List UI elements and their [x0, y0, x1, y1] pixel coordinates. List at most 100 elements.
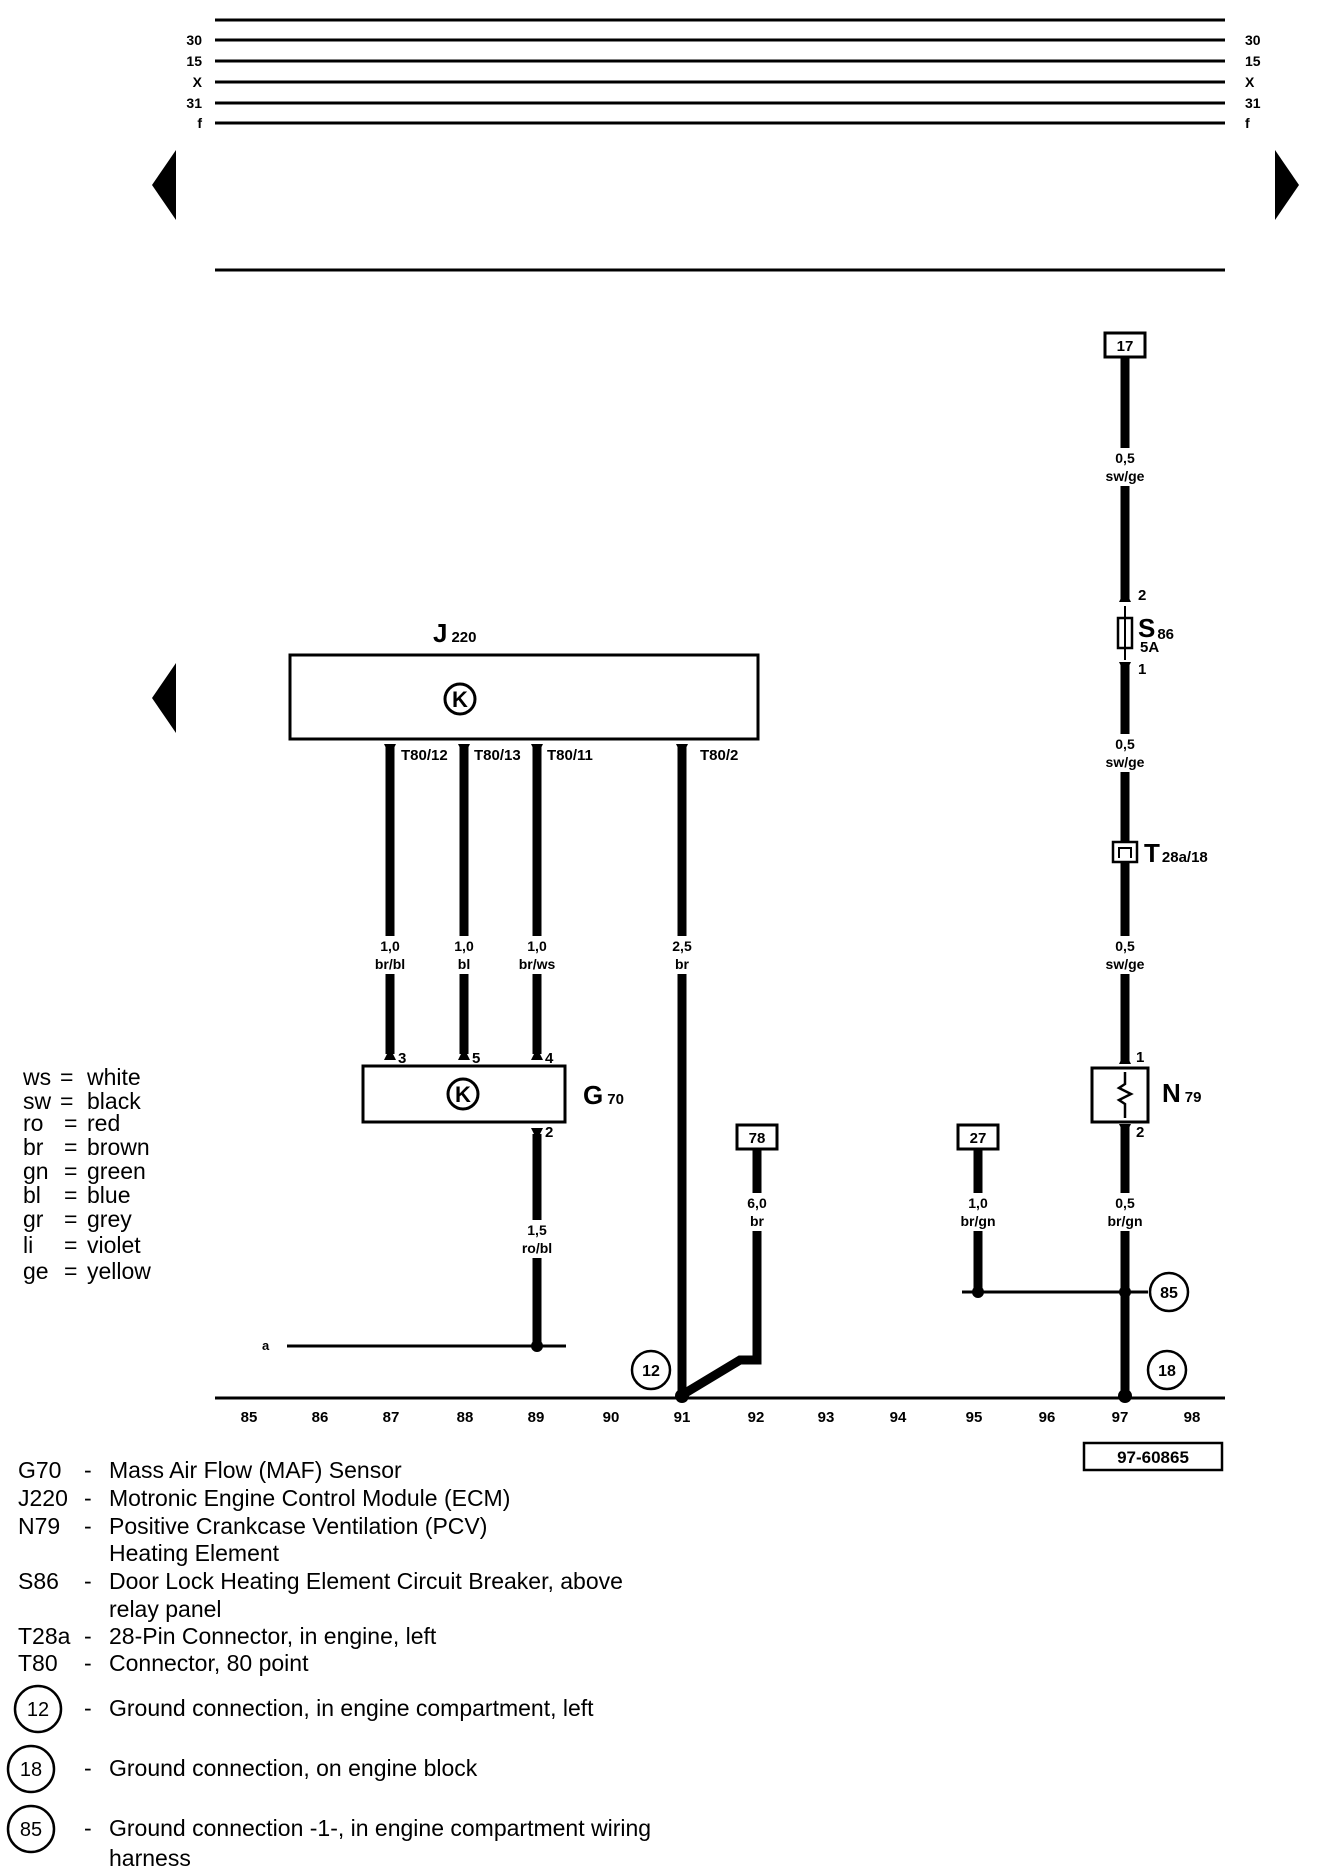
label-bg: [662, 936, 702, 974]
rail-label-31-right: 31: [1245, 95, 1261, 111]
track-numbers: 85 86 87 88 89 90 91 92 93 94 95 96 97 9…: [241, 1409, 1201, 1426]
track-number: 95: [966, 1409, 983, 1426]
label-bg: [509, 1220, 565, 1258]
ref-box-78: [735, 1123, 779, 1151]
key-description: 28-Pin Connector, in engine, left: [109, 1623, 437, 1649]
key-separator: -: [84, 1650, 92, 1676]
key-description: Motronic Engine Control Module (ECM): [109, 1485, 510, 1511]
legend-code: bl: [23, 1182, 41, 1208]
pin-arrow-icon: [531, 744, 543, 756]
ground-key-number: 85: [20, 1819, 42, 1841]
rail-labels-right: 30 15 X 31 f: [1245, 32, 1261, 131]
rail-label-15-left: 15: [186, 53, 202, 69]
rail-labels-left: 30 15 X 31 f: [186, 32, 202, 131]
junction-dot: [1118, 1389, 1132, 1403]
ref-box-27-number: 27: [970, 1130, 987, 1147]
label-bg: [737, 1193, 777, 1231]
component-key: G70 - Mass Air Flow (MAF) Sensor J220 - …: [18, 1457, 623, 1676]
legend-eq: =: [64, 1158, 77, 1184]
track-number: 93: [818, 1409, 835, 1426]
ground-12-number: 12: [642, 1363, 660, 1380]
g70-pin-5: 5: [472, 1050, 480, 1067]
ref-box-17-number: 17: [1117, 338, 1134, 355]
wire-color: br/gn: [1108, 1213, 1143, 1229]
rail-label-x-left: X: [193, 74, 203, 90]
connector-t80-13: T80/13: [474, 747, 521, 764]
g70-pin-labels: 3 5 4 2: [398, 1050, 554, 1141]
ground-18-circle: [1146, 1349, 1188, 1391]
pin-arrow-icon: [1119, 1124, 1131, 1136]
wire-78: 78 6,0 br: [679, 1123, 779, 1399]
ground-key-circle: [13, 1684, 63, 1734]
wire-size: 1,0: [380, 938, 400, 954]
wire-color: br/bl: [375, 956, 405, 972]
ground-key-circle: [6, 1744, 56, 1794]
g70-pin-arrows: [384, 1048, 543, 1140]
legend-eq: =: [64, 1110, 77, 1136]
wire-color: sw/ge: [1106, 956, 1145, 972]
track-number: 91: [674, 1409, 691, 1426]
pin-arrow-icon: [1119, 662, 1131, 674]
wire-size: 0,5: [1115, 736, 1135, 752]
connector-t80-2: T80/2: [700, 747, 738, 764]
wire-size: 2,5: [672, 938, 692, 954]
pin-arrow-icon: [1119, 590, 1131, 602]
pin-arrow-icon: [531, 1048, 543, 1060]
right-wire-labels: 0,5 sw/ge 0,5 sw/ge 0,5 sw/ge 0,5 br/gn: [1089, 448, 1161, 1231]
track-number: 98: [1184, 1409, 1201, 1426]
legend-eq: =: [64, 1182, 77, 1208]
g70-sensor-box: [361, 1064, 567, 1124]
key-separator: -: [84, 1815, 92, 1841]
junction-dot: [531, 1340, 543, 1352]
ground-key-number: 12: [27, 1699, 49, 1721]
legend-code: gr: [23, 1206, 44, 1232]
label-bg: [1089, 734, 1161, 772]
track-number: 92: [748, 1409, 765, 1426]
g70-pin-3: 3: [398, 1050, 406, 1067]
key-description: relay panel: [109, 1596, 222, 1622]
label-bg: [950, 1193, 1006, 1231]
key-description: Mass Air Flow (MAF) Sensor: [109, 1457, 402, 1483]
s86-pin-2: 2: [1138, 587, 1146, 604]
legend-code: gn: [23, 1158, 49, 1184]
track-number: 97: [1112, 1409, 1129, 1426]
legend-name: green: [87, 1158, 146, 1184]
key-separator: -: [84, 1755, 92, 1781]
j220-pin-arrows: [384, 744, 688, 756]
rail-label-30-right: 30: [1245, 32, 1261, 48]
rail-label-31-left: 31: [186, 95, 202, 111]
pin-arrow-icon: [531, 1128, 543, 1140]
legend-name: black: [87, 1088, 141, 1114]
wire-color: ro/bl: [522, 1240, 552, 1256]
rail-label-f-right: f: [1245, 115, 1250, 131]
wire-color: bl: [458, 956, 470, 972]
pin-arrow-icon: [676, 744, 688, 756]
legend-eq: =: [60, 1064, 73, 1090]
wire-labels: 1,0 br/bl 1,0 bl 1,0 br/ws 2,5 br 1,5 ro…: [362, 936, 702, 1258]
key-description: Ground connection, in engine compartment…: [109, 1695, 594, 1721]
key-code: J220: [18, 1485, 68, 1511]
legend-name: blue: [87, 1182, 130, 1208]
wire-size: 6,0: [747, 1195, 767, 1211]
module-k-letter: K: [452, 687, 468, 712]
connector-t80-11: T80/11: [547, 747, 593, 764]
legend-code: br: [23, 1134, 44, 1160]
module-k-icon: [443, 682, 477, 716]
power-rails: [215, 18, 1225, 272]
label-bg: [1089, 448, 1161, 486]
s86-rating: 5A: [1140, 639, 1159, 656]
legend-code: ge: [23, 1258, 49, 1284]
pin-arrow-icon: [384, 1048, 396, 1060]
wire-size: 0,5: [1115, 450, 1135, 466]
wire-size: 1,5: [527, 1222, 547, 1238]
rail-label-15-right: 15: [1245, 53, 1261, 69]
legend-code: sw: [23, 1088, 52, 1114]
wire-bundle-j220-g70: [385, 744, 687, 1395]
ground-85-number: 85: [1160, 1285, 1178, 1302]
key-separator: -: [84, 1568, 92, 1594]
label-bg: [1089, 936, 1161, 974]
